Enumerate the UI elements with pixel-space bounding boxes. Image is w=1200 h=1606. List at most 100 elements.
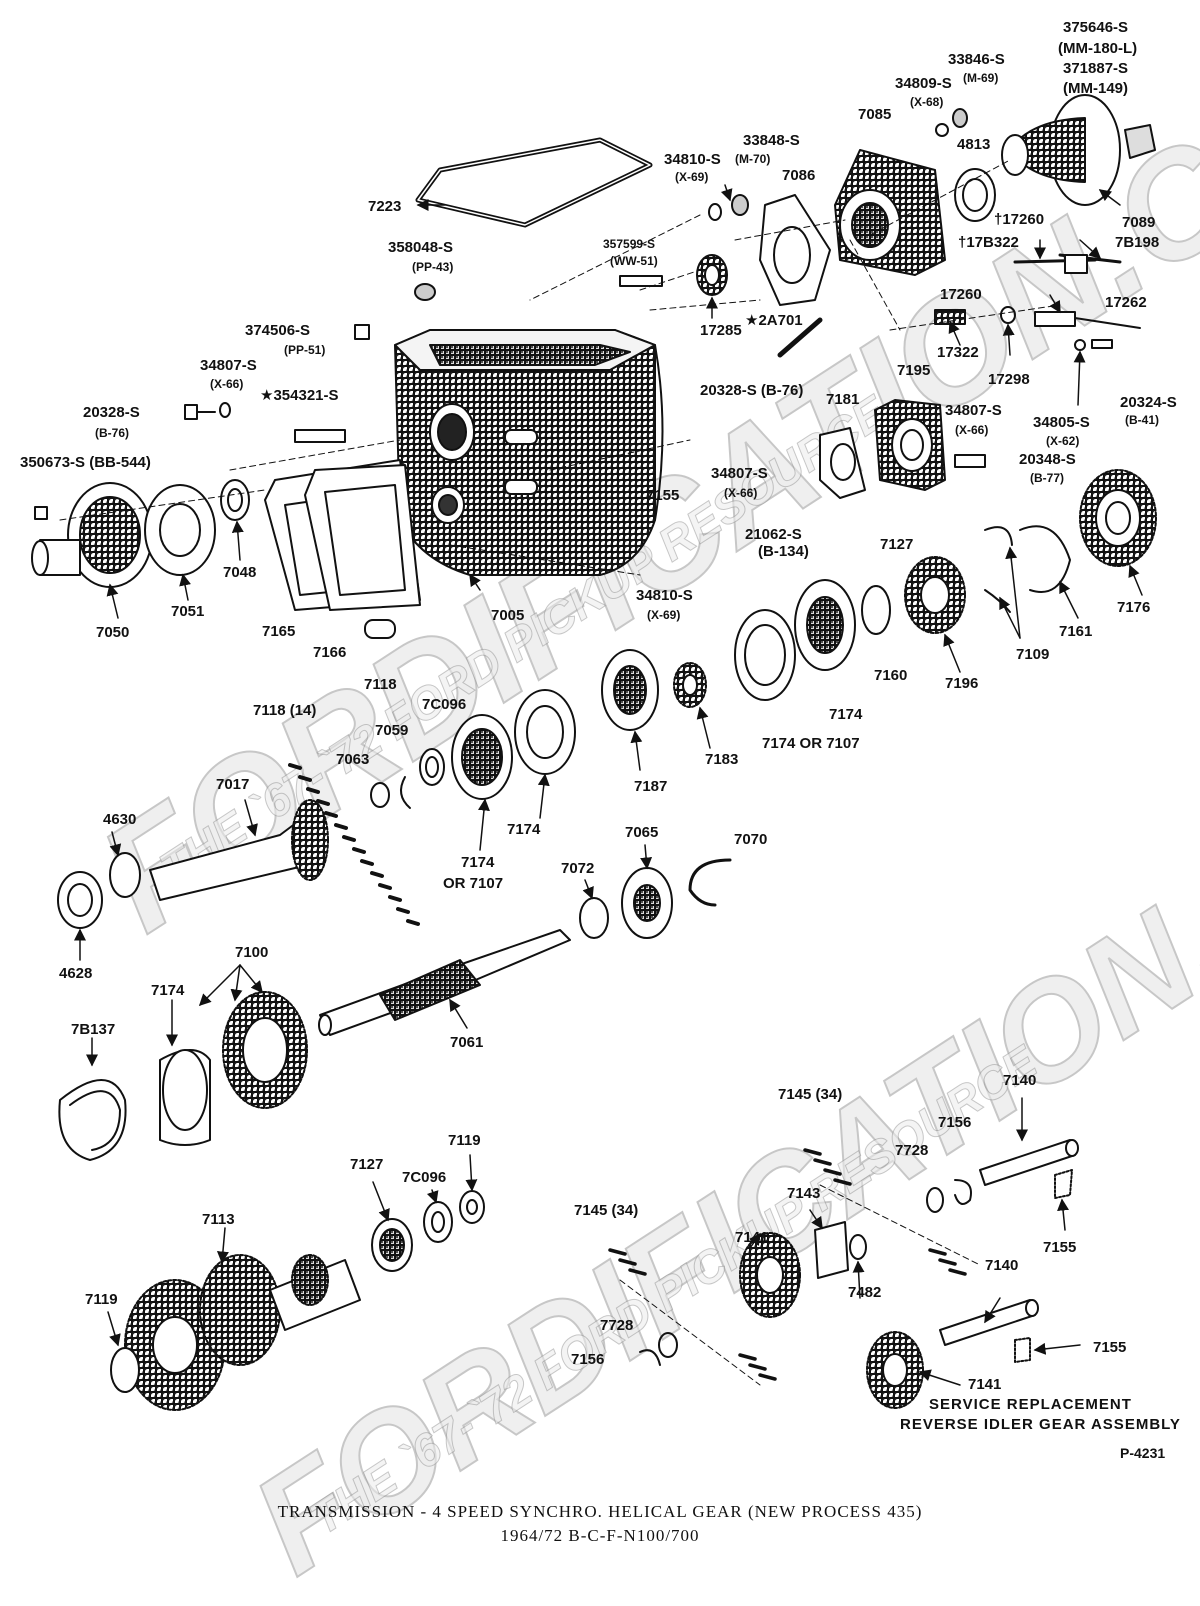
extension-housing-7085 <box>834 149 996 276</box>
exploded-diagram: FORDIFICATION.COM THE `67-`72 FORD PICKU… <box>20 0 1200 1604</box>
label-7160: 7160 <box>874 667 908 684</box>
label-7181: 7181 <box>826 391 860 408</box>
label-7119-top: 7119 <box>448 1132 481 1149</box>
label-7050: 7050 <box>96 624 130 641</box>
label-7174-mid: 7174 <box>507 821 541 838</box>
label-7086: 7086 <box>782 167 816 184</box>
label-x66-a: (X-66) <box>210 377 244 391</box>
label-7048: 7048 <box>223 564 257 581</box>
label-7140-top: 7140 <box>1003 1072 1037 1089</box>
parts-artwork <box>31 94 1157 1411</box>
small-rings-7728-7156 <box>639 1169 1073 1366</box>
label-34807s-a: 34807-S <box>200 357 257 374</box>
assembly-lines <box>59 159 1061 1386</box>
label-reverse-idler-gear-assembly: REVERSE IDLER GEAR ASSEMBLY <box>900 1416 1181 1433</box>
label-17322: 17322 <box>937 344 979 361</box>
label-b134: (B-134) <box>758 543 809 560</box>
label-7065: 7065 <box>625 824 659 841</box>
hub-7187 <box>601 649 659 731</box>
gear-7176 <box>1079 469 1157 567</box>
label-33846s: 33846-S <box>948 51 1005 68</box>
label-2a701: ★2A701 <box>745 312 803 329</box>
label-7061: 7061 <box>450 1034 484 1051</box>
gasket-7086 <box>759 194 831 306</box>
label-7174-left: 7174 <box>461 854 495 871</box>
label-21062s: 21062-S <box>745 526 802 543</box>
label-4813: 4813 <box>957 136 991 153</box>
label-7156-right: 7156 <box>938 1114 972 1131</box>
label-7127-bottom: 7127 <box>350 1156 384 1173</box>
label-m70: (M-70) <box>735 152 771 166</box>
label-7155-bottom: 7155 <box>1093 1339 1127 1356</box>
label-4630: 4630 <box>103 811 137 828</box>
label-7072: 7072 <box>561 860 595 877</box>
label-17262: 17262 <box>1105 294 1147 311</box>
label-7b198: 7B198 <box>1115 234 1160 251</box>
label-7728-left: 7728 <box>600 1317 634 1334</box>
label-7143: 7143 <box>787 1185 821 1202</box>
label-b77: (B-77) <box>1030 471 1065 485</box>
label-7063: 7063 <box>336 751 370 768</box>
label-7100: 7100 <box>235 944 269 961</box>
label-34810s-top: 34810-S <box>664 151 721 168</box>
caption-title: TRANSMISSION - 4 SPEED SYNCHRO. HELICAL … <box>277 1502 923 1521</box>
label-7174or7107-right: 7174 OR 7107 <box>762 735 860 752</box>
label-pp51: (PP-51) <box>284 343 326 357</box>
spacer-7072 <box>579 897 609 939</box>
gear-7196 <box>904 556 966 634</box>
label-m69: (M-69) <box>963 71 999 85</box>
label-7c096-top: 7C096 <box>422 696 467 713</box>
label-7118: 7118 <box>364 676 397 693</box>
label-7155-mid: 7155 <box>1043 1239 1077 1256</box>
label-34809s: 34809-S <box>895 75 952 92</box>
label-7145-34-right: 7145 (34) <box>778 1086 843 1103</box>
snap-ring-7109-a <box>984 526 1013 546</box>
label-7174-gear: 7174 <box>151 982 185 999</box>
label-17260-dagger: †17260 <box>994 211 1045 228</box>
label-7089: 7089 <box>1122 214 1156 231</box>
label-x69-top: (X-69) <box>675 170 709 184</box>
plates-7165-7166 <box>264 459 421 611</box>
label-20324s: 20324-S <box>1120 394 1177 411</box>
label-b76-left: (B-76) <box>95 426 130 440</box>
label-7070: 7070 <box>734 831 768 848</box>
mainshaft-7061 <box>318 929 571 1036</box>
cover-gasket-7223 <box>415 137 653 228</box>
label-7156-left: 7156 <box>571 1351 605 1368</box>
label-7085: 7085 <box>858 106 892 123</box>
label-7166: 7166 <box>313 644 347 661</box>
small-bolts-left <box>34 283 436 520</box>
label-7195: 7195 <box>897 362 931 379</box>
gear-7100 <box>58 991 308 1161</box>
label-7141-bottom: 7141 <box>968 1376 1002 1393</box>
label-mm180l: (MM-180-L) <box>1058 40 1138 57</box>
label-20328s-left: 20328-S <box>83 404 140 421</box>
label-7223: 7223 <box>368 198 402 215</box>
label-375646s: 375646-S <box>1063 19 1129 36</box>
label-ww51: (WW-51) <box>610 254 658 268</box>
caption-models: 1964/72 B-C-F-N100/700 <box>500 1526 700 1545</box>
input-shaft-7017 <box>57 799 329 929</box>
label-7059: 7059 <box>375 722 409 739</box>
label-mm149: (MM-149) <box>1063 80 1129 97</box>
label-7187: 7187 <box>634 778 668 795</box>
label-7161: 7161 <box>1059 623 1093 640</box>
label-17260: 17260 <box>940 286 982 303</box>
label-374506s: 374506-S <box>245 322 311 339</box>
label-7196: 7196 <box>945 675 979 692</box>
transmission-case-7005 <box>394 329 664 576</box>
needle-rollers-7145 <box>608 1148 967 1381</box>
label-7b137: 7B137 <box>71 1021 116 1038</box>
label-pp43: (PP-43) <box>412 260 454 274</box>
label-7109: 7109 <box>1016 646 1050 663</box>
small-gear-17285 <box>619 203 823 358</box>
synchro-rings-7174 <box>734 579 856 701</box>
label-7017: 7017 <box>216 776 250 793</box>
label-33848s: 33848-S <box>743 132 800 149</box>
label-7118-14: 7118 (14) <box>253 702 317 719</box>
label-7c096-bottom: 7C096 <box>402 1169 447 1186</box>
ring-7160 <box>861 585 891 635</box>
leader-lines <box>74 184 1143 1386</box>
label-7127-top: 7127 <box>880 536 914 553</box>
label-20328s-b76: 20328-S (B-76) <box>700 382 804 399</box>
